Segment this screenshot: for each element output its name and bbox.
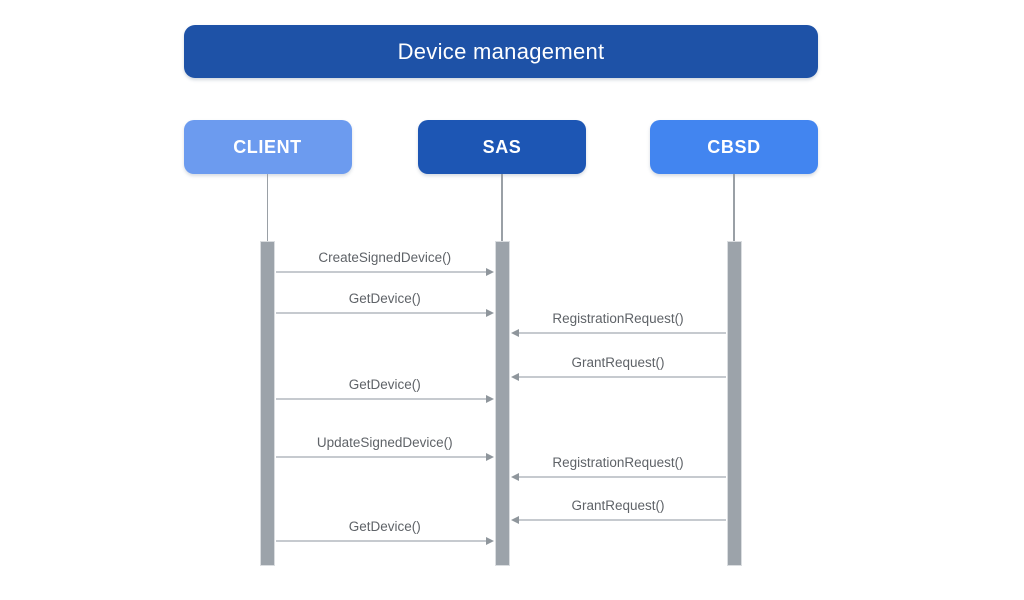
arrowhead-getdevice: [485, 394, 494, 403]
message-line-registrationrequest: [516, 476, 726, 478]
diagram-title: Device management: [397, 38, 605, 64]
message-label-grantrequest: GrantRequest(): [571, 498, 665, 513]
arrowhead-updatesigneddevice: [485, 452, 494, 461]
actor-label-cbsd: CBSD: [707, 136, 761, 157]
message-label-registrationrequest: RegistrationRequest(): [552, 455, 684, 470]
message-line-grantrequest: [516, 376, 726, 378]
message-line-grantrequest: [516, 519, 726, 521]
arrowhead-getdevice: [485, 536, 494, 545]
lifeline-client: [266, 174, 269, 241]
message-label-getdevice: GetDevice(): [348, 291, 421, 306]
diagram-title-bar: Device management: [184, 25, 818, 78]
message-label-registrationrequest: RegistrationRequest(): [552, 311, 684, 326]
message-line-getdevice: [276, 398, 488, 400]
activation-bar-sas: [494, 241, 510, 566]
message-line-getdevice: [276, 540, 488, 542]
activation-bar-client: [260, 241, 275, 566]
arrowhead-grantrequest: [510, 515, 519, 524]
actor-label-client: CLIENT: [233, 136, 302, 157]
arrowhead-getdevice: [485, 308, 494, 317]
message-label-getdevice: GetDevice(): [348, 519, 421, 534]
message-line-registrationrequest: [516, 332, 726, 334]
message-label-updatesigneddevice: UpdateSignedDevice(): [316, 435, 453, 450]
arrowhead-grantrequest: [510, 372, 519, 381]
message-label-grantrequest: GrantRequest(): [571, 355, 665, 370]
message-line-updatesigneddevice: [276, 456, 488, 458]
actor-box-sas: SAS: [418, 120, 586, 174]
message-line-createsigneddevice: [276, 271, 488, 273]
activation-bar-cbsd: [726, 241, 742, 566]
actor-box-cbsd: CBSD: [650, 120, 818, 174]
arrowhead-createsigneddevice: [485, 267, 494, 276]
lifeline-cbsd: [733, 174, 735, 241]
actor-box-client: CLIENT: [183, 120, 352, 174]
message-label-getdevice: GetDevice(): [348, 377, 421, 392]
arrowhead-registrationrequest: [510, 328, 519, 337]
message-line-getdevice: [276, 312, 488, 314]
arrowhead-registrationrequest: [510, 472, 519, 481]
lifeline-sas: [501, 174, 503, 241]
message-label-createsigneddevice: CreateSignedDevice(): [318, 250, 452, 265]
actor-label-sas: SAS: [482, 136, 522, 157]
